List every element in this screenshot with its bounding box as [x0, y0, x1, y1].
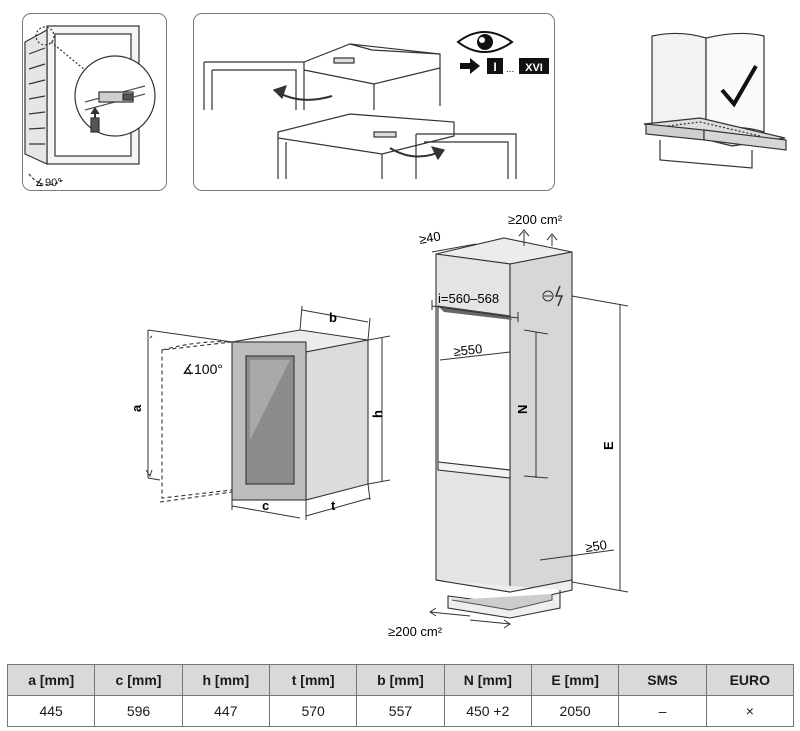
table-header-row: a [mm] c [mm] h [mm] t [mm] b [mm] N [mm… — [6, 664, 795, 696]
door-angle-symbol: ∡ — [182, 361, 195, 377]
inner-width-label: i=560–568 — [438, 291, 499, 306]
table-cell: – — [618, 695, 707, 727]
table-cell: × — [705, 695, 795, 727]
door-angle-label: 100° — [194, 361, 223, 377]
dim-c-label: c — [262, 498, 269, 513]
column-header: b [mm] — [356, 664, 445, 696]
svg-text:∡: ∡ — [35, 178, 44, 189]
dim-t-label: t — [331, 498, 336, 513]
vent-bottom-label: ≥200 cm² — [388, 624, 443, 639]
dim-a-label: a — [129, 404, 144, 412]
eye-icon — [456, 31, 514, 53]
depth-min-label: ≥550 — [453, 341, 483, 359]
plinth-check-illustration — [643, 32, 787, 169]
range-end-label: XVI — [525, 62, 543, 74]
column-header: N [mm] — [443, 664, 532, 696]
table-cell: 596 — [94, 695, 183, 727]
table-cell: 447 — [181, 695, 270, 727]
installation-diagram: b a h c t ∡ 100° — [129, 32, 787, 639]
table-cell: 2050 — [530, 695, 620, 727]
door-reversal-illustration: I ... XVI — [203, 31, 549, 179]
table-cell: 450 +2 — [443, 695, 532, 727]
column-header: SMS — [618, 664, 707, 696]
table-cell: 570 — [268, 695, 358, 727]
hinge-angle-label: 90° — [45, 177, 62, 189]
range-dots: ... — [506, 64, 514, 75]
table-cell: 557 — [356, 695, 445, 727]
dimensions-table: a [mm] c [mm] h [mm] t [mm] b [mm] N [mm… — [6, 664, 795, 727]
door-reversal-panel: I ... XVI — [193, 13, 555, 191]
hinge-detail-panel: ∡ 90° — [22, 13, 167, 191]
dim-h-label: h — [370, 410, 385, 418]
column-header: t [mm] — [268, 664, 358, 696]
column-header: a [mm] — [6, 664, 96, 696]
range-start-label: I — [493, 60, 496, 74]
column-header: h [mm] — [181, 664, 270, 696]
checkmark-icon — [720, 64, 758, 108]
vent-top-label: ≥200 cm² — [508, 212, 563, 227]
power-socket-icon — [542, 285, 564, 307]
column-header: E [mm] — [530, 664, 620, 696]
dim-E-label: E — [601, 441, 616, 450]
top-gap-label: ≥40 — [418, 228, 442, 247]
table-cell: 445 — [6, 695, 96, 727]
column-header: c [mm] — [94, 664, 183, 696]
table-row: 445 596 447 570 557 450 +2 2050 – × — [6, 695, 795, 727]
column-header: EURO — [705, 664, 795, 696]
hinge-illustration: ∡ 90° — [24, 25, 156, 189]
dim-b-label: b — [329, 310, 337, 325]
arrow-right-icon — [460, 58, 480, 74]
dim-N-label: N — [515, 405, 530, 414]
side-gap-label: ≥50 — [584, 537, 607, 555]
